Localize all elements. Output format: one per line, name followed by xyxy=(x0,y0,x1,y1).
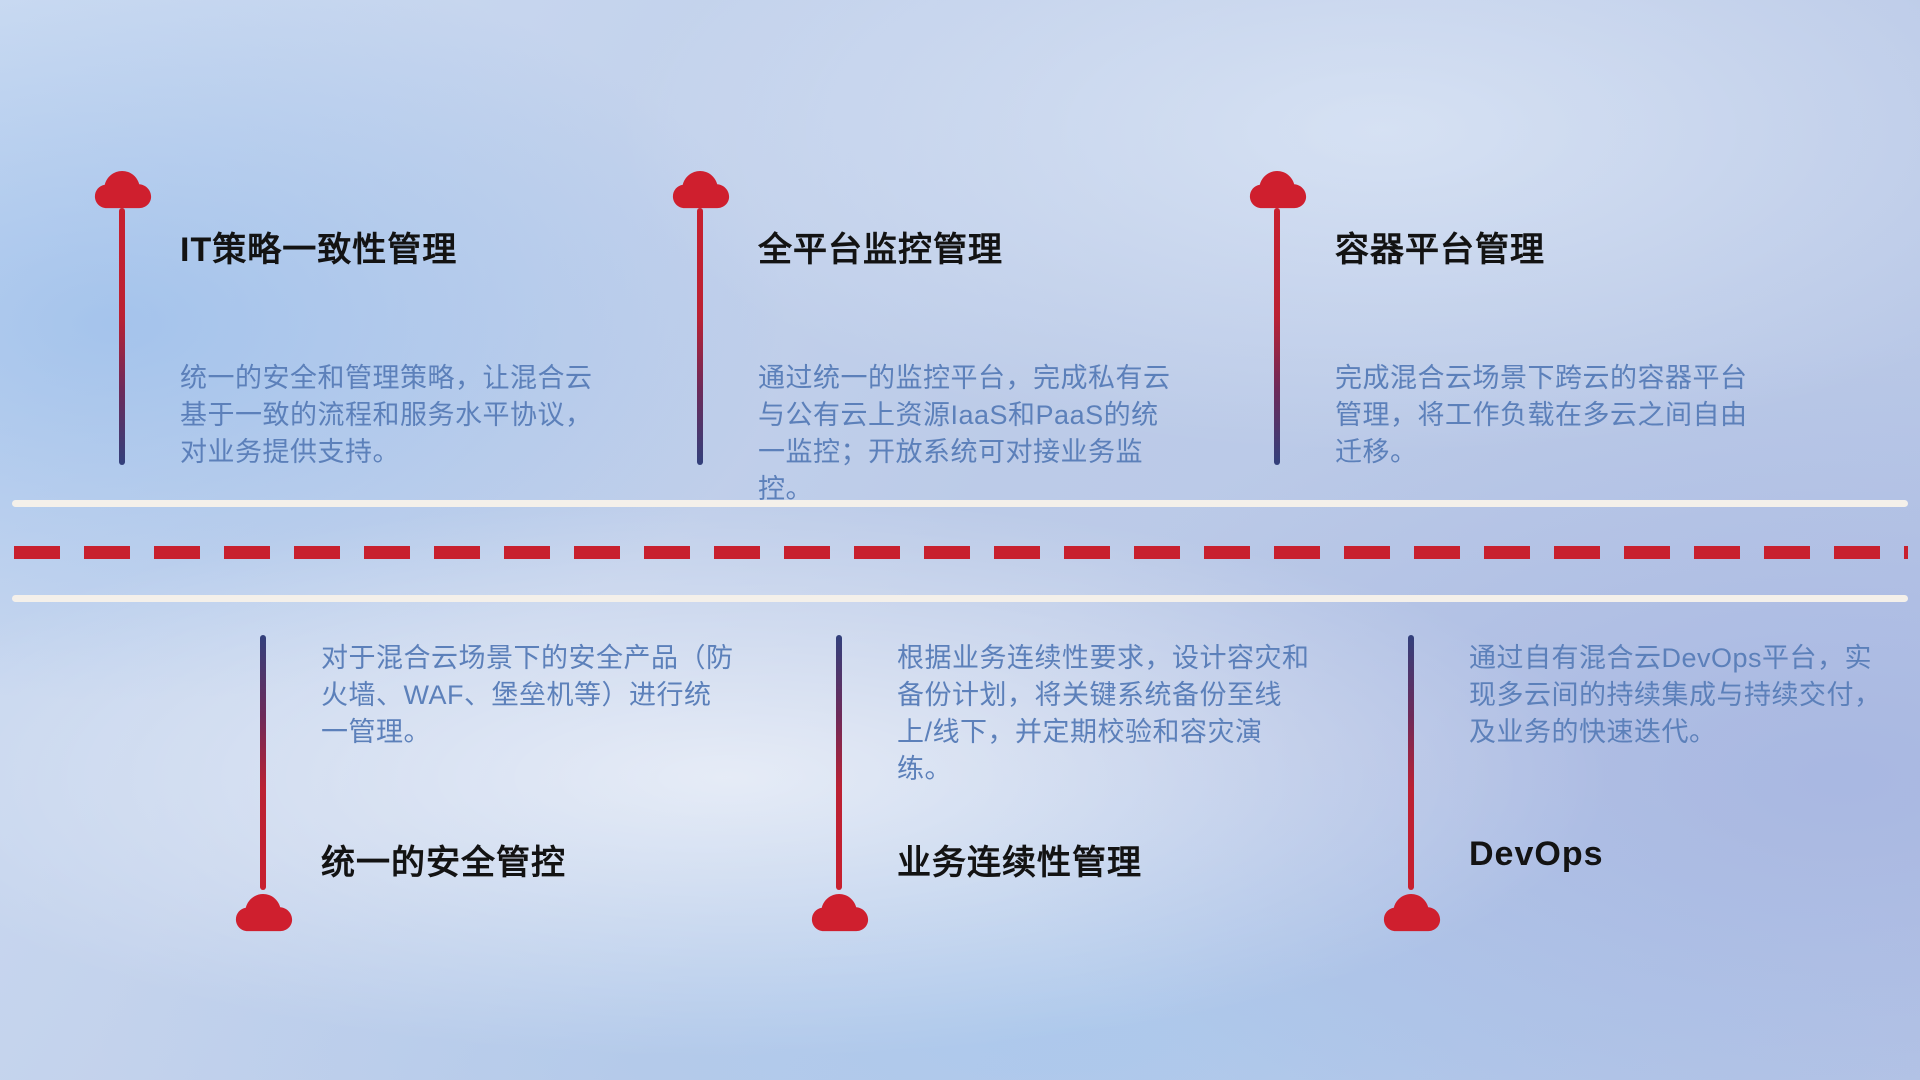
cloud-icon xyxy=(1249,170,1307,210)
item-description: 通过自有混合云DevOps平台，实现多云间的持续集成与持续交付，及业务的快速迭代… xyxy=(1469,643,1882,747)
item-title: 统一的安全管控 xyxy=(321,844,566,882)
timeline-stick xyxy=(697,208,703,465)
item-description: 统一的安全和管理策略，让混合云基于一致的流程和服务水平协议，对业务提供支持。 xyxy=(180,363,593,467)
timeline-stick xyxy=(1408,635,1414,890)
timeline-stick xyxy=(836,635,842,890)
timeline-stick xyxy=(260,635,266,890)
item-title: 业务连续性管理 xyxy=(897,844,1142,882)
item-title: DevOps xyxy=(1469,835,1604,873)
item-description: 通过统一的监控平台，完成私有云与公有云上资源IaaS和PaaS的统一监控；开放系… xyxy=(758,363,1171,504)
item-title: 容器平台管理 xyxy=(1335,231,1545,269)
road-line-top xyxy=(12,500,1908,507)
item-title: IT策略一致性管理 xyxy=(180,231,458,269)
item-title: 全平台监控管理 xyxy=(758,231,1003,269)
road-dashed-center-line xyxy=(14,546,1908,559)
item-description: 对于混合云场景下的安全产品（防火墙、WAF、堡垒机等）进行统一管理。 xyxy=(321,643,734,747)
timeline-stick xyxy=(119,208,125,465)
cloud-icon xyxy=(672,170,730,210)
cloud-icon xyxy=(94,170,152,210)
timeline-stick xyxy=(1274,208,1280,465)
item-description: 根据业务连续性要求，设计容灾和备份计划，将关键系统备份至线上/线下，并定期校验和… xyxy=(897,643,1310,784)
cloud-icon xyxy=(1383,893,1441,933)
item-description: 完成混合云场景下跨云的容器平台管理，将工作负载在多云之间自由迁移。 xyxy=(1335,363,1748,467)
cloud-icon xyxy=(811,893,869,933)
road-line-bottom xyxy=(12,595,1908,602)
cloud-icon xyxy=(235,893,293,933)
